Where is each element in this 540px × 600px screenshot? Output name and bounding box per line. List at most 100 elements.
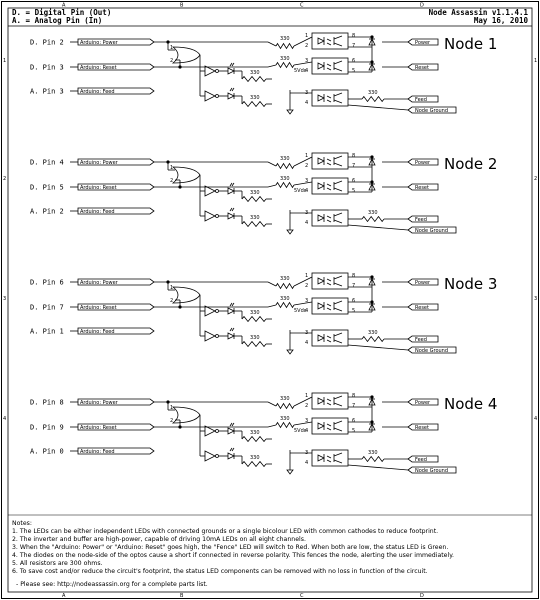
wire [267,281,277,287]
notes-heading: Notes: [12,520,32,527]
row-ref-1-right: 1 [534,58,537,64]
arduino-feed-tag-tag [77,87,155,95]
arduino-feed-tag-tag [77,207,155,215]
inverter-gate [204,305,216,317]
arduino-power-tag: Arduino: Power [80,400,119,406]
wire [267,184,277,188]
arduino-feed-tag: Arduino: Feed [80,329,115,335]
optocoupler [311,392,349,410]
opto-led [317,182,325,190]
opto-transistor-leads [333,300,343,312]
ground-symbol [286,229,294,235]
opto-pin: 4 [305,308,308,314]
resistor-value: 330 [368,90,378,96]
opto-led [317,277,325,285]
resistor-symbol [241,435,267,443]
or-gate [171,286,201,304]
row-ref-2-right: 2 [534,176,537,182]
opto-rays [326,158,332,166]
out-ground-tag-tag [407,106,457,114]
resistor-symbol [241,75,267,83]
resistor-value: 330 [250,310,260,316]
opto-pin: 6 [352,298,355,304]
junction-dot [370,395,374,399]
out-power-tag-tag [407,278,439,286]
wire [347,104,409,111]
arduino-feed-tag: Arduino: Feed [80,89,115,95]
opto-transistor-leads [333,60,343,72]
optocoupler [311,449,349,467]
supply-label: 5Vdc [294,308,307,314]
optocoupler [311,152,349,170]
resistor-value: 330 [280,56,290,62]
gate-pin: 2 [170,58,173,64]
opto-rays [326,455,332,463]
resistor-value: 330 [368,450,378,456]
resistor-symbol [241,195,267,203]
power-pin-label: D. Pin 2 [30,39,64,47]
led-rays [229,447,235,452]
junction-dot [370,420,374,424]
opto-pin: 5 [352,428,355,434]
opto-transistor-leads [333,332,343,344]
inverter-gate [204,425,216,437]
opto-pin: 6 [352,418,355,424]
resistor-value: 330 [250,190,260,196]
junction-dot [370,275,374,279]
optocoupler [311,57,349,75]
led-rays [229,327,235,332]
buffer-gate [204,450,216,462]
arduino-reset-tag: Arduino: Reset [80,185,117,191]
opto-led [317,214,325,222]
opto-pin: 6 [352,178,355,184]
opto-pin: 3 [305,418,308,424]
opto-rays [326,38,332,46]
led-rays [229,302,235,307]
arduino-power-tag: Arduino: Power [80,40,119,46]
arduino-reset-tag-tag [77,423,155,431]
note-5: 5. All resistors are 300 ohms. [12,560,103,567]
opto-rays [326,215,332,223]
wire [267,424,277,428]
col-ref-b-bottom: B [180,593,184,599]
gate-pin: 2 [170,178,173,184]
arduino-feed-tag-tag [77,447,155,455]
resistor-symbol [361,335,385,343]
led-symbol [227,212,235,220]
junction-dot [370,35,374,39]
inverter-gate [204,65,216,77]
frame-refs: A B C D A B C D 1 2 3 4 1 2 3 4 [3,3,537,600]
resistor-value: 330 [280,156,290,162]
resistor-symbol [275,61,295,69]
col-ref-d-bottom: D [420,593,424,599]
arduino-power-tag-tag [77,38,155,46]
opto-pin: 7 [352,43,355,49]
resistor-value: 330 [280,296,290,302]
out-feed-tag: Feed [415,217,427,223]
arduino-reset-tag-tag [77,63,155,71]
optocoupler [311,89,349,107]
opto-transistor-leads [333,420,343,432]
opto-pin: 2 [305,163,308,169]
wire [267,304,277,308]
gate-pin: 2 [170,298,173,304]
out-power-tag: Power [415,160,431,166]
opto-rays [326,303,332,311]
opto-pin: 4 [305,428,308,434]
resistor-symbol [241,220,267,228]
inverter-bubble [215,454,219,458]
opto-pin: 7 [352,163,355,169]
opto-transistor-leads [333,395,343,407]
out-reset-tag-tag [407,183,439,191]
opto-rays [326,335,332,343]
feed-pin-label: A. Pin 2 [30,208,64,216]
out-reset-tag-tag [407,423,439,431]
inverter-bubble [215,214,219,218]
wire [347,464,409,471]
inverter-bubble [215,334,219,338]
ground-symbol [286,349,294,355]
arduino-reset-tag-tag [77,303,155,311]
arduino-feed-tag: Arduino: Feed [80,449,115,455]
ground-symbol [286,469,294,475]
opto-pin: 2 [305,403,308,409]
